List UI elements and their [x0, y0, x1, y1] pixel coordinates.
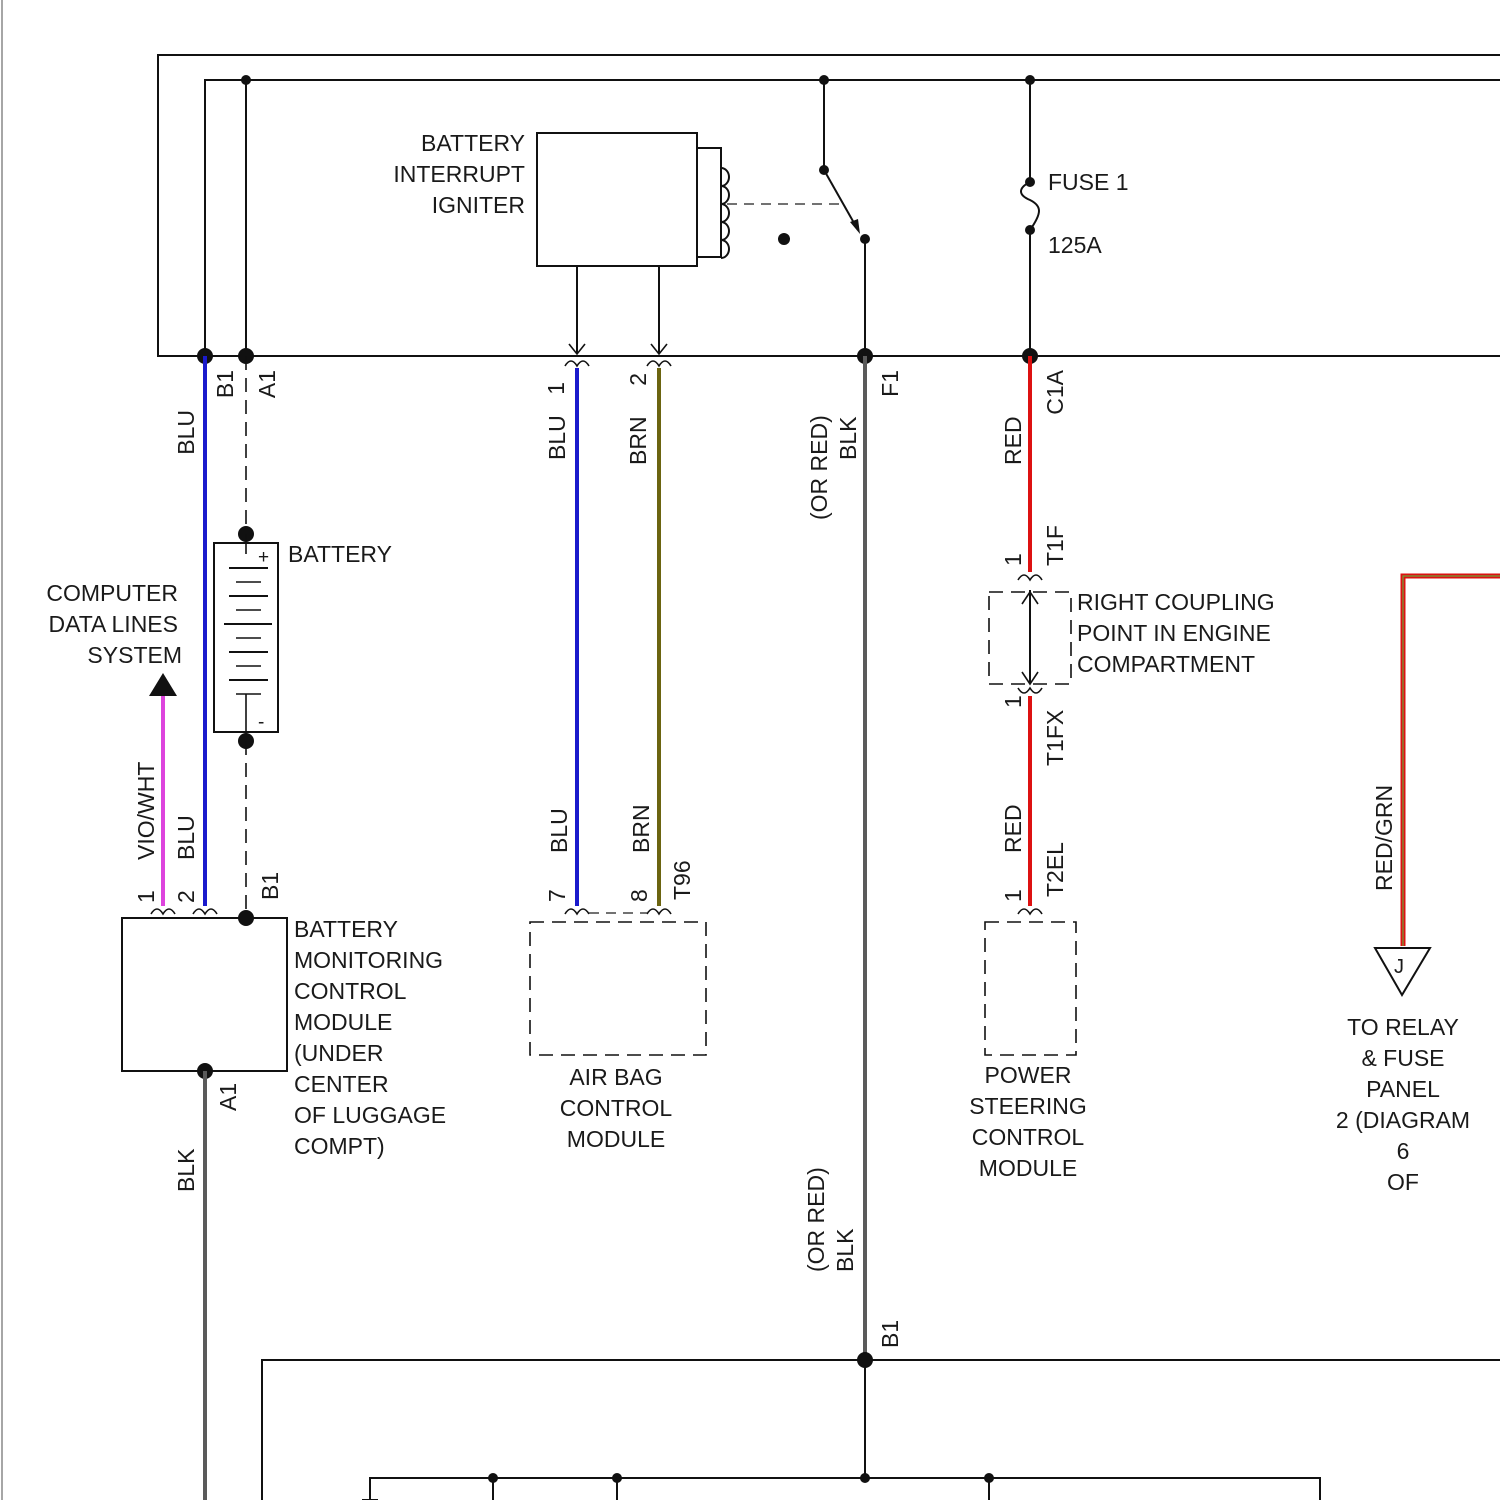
ps-label-3: CONTROL — [972, 1124, 1085, 1150]
connector-b1-top: B1 — [212, 370, 238, 398]
battery-positive-terminal: + — [258, 547, 269, 568]
battery-circuit: + - BATTERY — [214, 356, 392, 926]
coupling-label-2: POINT IN ENGINE — [1077, 620, 1271, 646]
airbag-pin-2-top: 2 — [625, 373, 651, 386]
relay-ref-4: 2 (DIAGRAM — [1336, 1107, 1470, 1133]
bmcm-label-7: OF LUGGAGE — [294, 1102, 446, 1128]
wire-label-blu-airbag-bottom: BLU — [546, 808, 572, 853]
bmcm-a1: A1 — [215, 1083, 241, 1111]
lower-distribution-box — [262, 1352, 1500, 1500]
wire-label-vio-wht: VIO/WHT — [133, 762, 159, 860]
wire-label-blu-airbag-top: BLU — [544, 415, 570, 460]
wire-label-brn-airbag-bottom: BRN — [628, 804, 654, 853]
wire-label-blu-main: BLU — [173, 410, 199, 455]
relay-panel-circuit: RED/GRN J TO RELAY & FUSE PANEL 2 (DIAGR… — [1336, 576, 1500, 1195]
power-distribution-box — [158, 55, 1500, 364]
relay-ref-6: OF — [1387, 1169, 1419, 1195]
bmcm-label-4: MODULE — [294, 1009, 392, 1035]
wire-label-red-lower: RED — [1000, 804, 1026, 853]
interrupt-switch — [778, 80, 870, 356]
wire-label-red-grn: RED/GRN — [1371, 785, 1397, 891]
wire-label-brn-airbag-top: BRN — [625, 416, 651, 465]
wire-blk-f1: F1 BLK (OR RED) BLK (OR RED) B1 — [803, 356, 903, 1360]
connector-a1-top: A1 — [254, 370, 280, 398]
relay-ref-5: 6 — [1397, 1138, 1410, 1164]
battery-negative-terminal: - — [258, 712, 264, 733]
connector-j-label: J — [1394, 956, 1404, 978]
connector-c1a: C1A — [1042, 369, 1068, 414]
ps-label-1: POWER — [985, 1062, 1072, 1088]
connector-t96: T96 — [669, 860, 695, 900]
connector-t1f: T1F — [1042, 525, 1068, 566]
ps-label-4: MODULE — [979, 1155, 1077, 1181]
airbag-pin-8: 8 — [626, 889, 652, 902]
wire-label-red-upper: RED — [1000, 416, 1026, 465]
air-bag-circuit: 1 2 BLU BRN BLU BRN 7 8 T96 AIR BAG CONT… — [530, 361, 706, 1152]
battery-interrupt-igniter: BATTERY INTERRUPT IGNITER — [393, 130, 845, 354]
coupling-label-1: RIGHT COUPLING — [1077, 589, 1275, 615]
relay-ref-2: & FUSE — [1361, 1045, 1444, 1071]
wire-label-or-red-upper: (OR RED) — [806, 415, 832, 520]
bmcm-label-2: MONITORING — [294, 947, 443, 973]
wire-label-blu-lower: BLU — [173, 815, 199, 860]
connector-b1-bottom: B1 — [877, 1320, 903, 1348]
fuse-1: FUSE 1 125A — [1021, 80, 1129, 356]
wire-label-blk-left: BLK — [173, 1148, 199, 1192]
connector-t1fx: T1FX — [1042, 710, 1068, 766]
arrow-up-icon — [149, 673, 177, 696]
wire-label-or-red-lower: (OR RED) — [803, 1167, 829, 1272]
power-steering-circuit: C1A RED T1F 1 1 T1FX RED 1 T2EL RIGHT CO… — [969, 356, 1274, 1181]
bmcm-label-5: (UNDER — [294, 1040, 383, 1066]
bmcm-label-3: CONTROL — [294, 978, 407, 1004]
igniter-label-line-3: IGNITER — [432, 192, 525, 218]
battery-monitoring-control-module: 1 2 B1 A1 BATTERY MONITORING CONTROL MOD… — [122, 872, 446, 1159]
wire-label-blk-lower: BLK — [832, 1228, 858, 1272]
battery-label: BATTERY — [288, 541, 392, 567]
connector-f1: F1 — [877, 370, 903, 397]
bmcm-label-1: BATTERY — [294, 916, 398, 942]
airbag-label-2: CONTROL — [560, 1095, 673, 1121]
airbag-pin-7: 7 — [544, 889, 570, 902]
bmcm-b1: B1 — [257, 872, 283, 900]
data-lines-label-1: COMPUTER — [46, 580, 178, 606]
bmcm-label-8: COMPT) — [294, 1133, 385, 1159]
fuse-rating: 125A — [1048, 232, 1102, 258]
t1f-pin: 1 — [1000, 553, 1026, 566]
bmcm-label-6: CENTER — [294, 1071, 389, 1097]
connector-t2el: T2EL — [1042, 842, 1068, 897]
coupling-label-3: COMPARTMENT — [1077, 651, 1255, 677]
airbag-pin-1-top: 1 — [543, 382, 569, 395]
bmcm-pin-1: 1 — [133, 890, 159, 903]
bmcm-pin-2: 2 — [173, 890, 199, 903]
airbag-label-3: MODULE — [567, 1126, 665, 1152]
relay-ref-3: PANEL — [1366, 1076, 1440, 1102]
t1fx-pin: 1 — [1000, 695, 1026, 708]
igniter-label-line-1: BATTERY — [421, 130, 525, 156]
relay-ref-1: TO RELAY — [1347, 1014, 1459, 1040]
ps-label-2: STEERING — [969, 1093, 1087, 1119]
data-lines-label-2: DATA LINES — [48, 611, 178, 637]
data-lines-label-3: SYSTEM — [87, 642, 182, 668]
t2el-pin: 1 — [1000, 889, 1026, 902]
wire-label-blk-upper: BLK — [835, 416, 861, 460]
airbag-label-1: AIR BAG — [569, 1064, 662, 1090]
fuse-name: FUSE 1 — [1048, 169, 1129, 195]
computer-data-lines: COMPUTER DATA LINES SYSTEM VIO/WHT BLU — [46, 580, 199, 906]
igniter-label-line-2: INTERRUPT — [393, 161, 525, 187]
